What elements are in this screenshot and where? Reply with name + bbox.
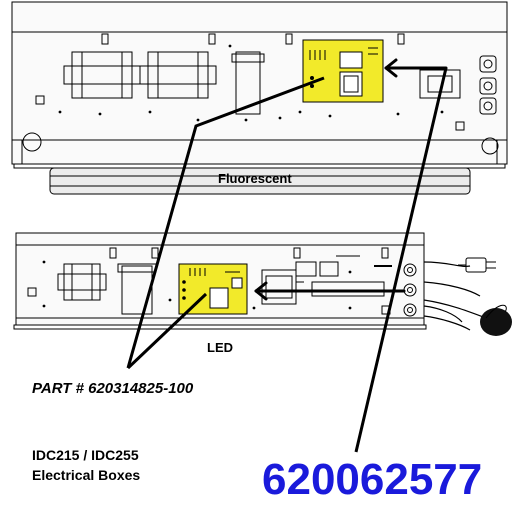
fluorescent-transformer-right	[139, 51, 217, 99]
fluorescent-screw-holes	[58, 44, 444, 122]
fluorescent-box	[11, 1, 508, 195]
power-plug	[458, 257, 496, 273]
model-line-1: IDC215 / IDC255	[32, 447, 139, 463]
led-terminal-block	[295, 255, 385, 297]
big-part-number: 620062577	[262, 455, 483, 504]
cord-bulb	[480, 308, 512, 336]
fluorescent-label: Fluorescent	[218, 171, 292, 186]
led-transformer	[57, 263, 107, 301]
fluorescent-knob	[22, 132, 42, 152]
fluorescent-capacitor	[231, 51, 265, 115]
fluorescent-clips	[35, 33, 465, 131]
board-arrows	[254, 58, 448, 301]
model-line-2: Electrical Boxes	[32, 467, 141, 483]
fluorescent-control-board	[302, 39, 384, 103]
fluorescent-outlets	[419, 55, 499, 155]
model-label: IDC215 / IDC255 Electrical Boxes	[32, 445, 140, 485]
part-number-label: PART # 620314825-100	[32, 380, 194, 397]
led-label: LED	[207, 340, 233, 355]
part-pointer-lines	[126, 76, 325, 370]
cord-lead	[485, 304, 507, 319]
led-clips	[27, 247, 392, 315]
led-control-board	[178, 263, 248, 315]
led-screw-holes	[42, 260, 352, 310]
number-pointer-line	[354, 67, 448, 453]
